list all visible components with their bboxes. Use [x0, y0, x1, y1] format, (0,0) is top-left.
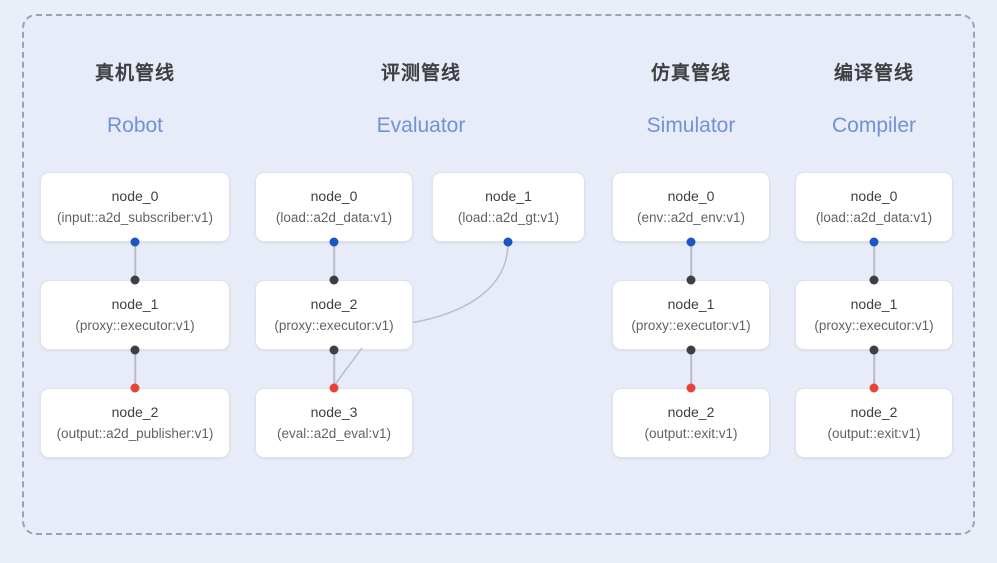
edge-simulator-1-2 — [690, 350, 692, 388]
node-compiler-0-name: node_0 — [850, 188, 898, 204]
node-evaluator-1-name: node_1 — [485, 188, 532, 204]
node-simulator-0-name: node_0 — [667, 188, 715, 204]
node-robot-2-name: node_2 — [111, 404, 159, 420]
node-evaluator-0[interactable]: node_0 (load::a2d_data:v1) — [255, 172, 413, 242]
node-robot-0-type: (input::a2d_subscriber:v1) — [56, 210, 214, 225]
node-compiler-0-type: (load::a2d_data:v1) — [815, 210, 933, 225]
port-evaluator-2-in[interactable] — [329, 275, 339, 285]
node-simulator-0[interactable]: node_0 (env::a2d_env:v1) — [612, 172, 770, 242]
column-title-simulator: 仿真管线 — [650, 63, 731, 84]
port-compiler-0-out[interactable] — [869, 237, 879, 247]
node-compiler-2-name: node_2 — [850, 404, 898, 420]
node-evaluator-1-type: (load::a2d_gt:v1) — [457, 210, 560, 225]
column-title-robot: 真机管线 — [94, 63, 175, 84]
node-robot-2[interactable]: node_2 (output::a2d_publisher:v1) — [40, 388, 230, 458]
node-evaluator-2-type: (proxy::executor:v1) — [274, 318, 394, 333]
port-compiler-2-in[interactable] — [869, 383, 879, 393]
column-subtitle-evaluator: Evaluator — [376, 114, 466, 137]
port-simulator-0-out[interactable] — [686, 237, 696, 247]
column-subtitle-robot: Robot — [106, 114, 164, 137]
node-compiler-0[interactable]: node_0 (load::a2d_data:v1) — [795, 172, 953, 242]
edge-evaluator-0-2 — [333, 242, 335, 282]
edge-compiler-1-2 — [873, 350, 875, 388]
node-evaluator-0-name: node_0 — [310, 188, 358, 204]
port-evaluator-3-in[interactable] — [329, 383, 339, 393]
port-robot-1-in[interactable] — [130, 275, 140, 285]
node-robot-0-name: node_0 — [111, 188, 159, 204]
edge-compiler-0-1 — [873, 242, 875, 282]
column-title-evaluator: 评测管线 — [380, 63, 461, 84]
port-compiler-1-out[interactable] — [869, 345, 879, 355]
column-title-compiler: 编译管线 — [833, 63, 914, 84]
edge-simulator-0-1 — [690, 242, 692, 282]
node-simulator-1-name: node_1 — [667, 296, 715, 312]
node-robot-2-type: (output::a2d_publisher:v1) — [56, 426, 214, 441]
node-evaluator-1[interactable]: node_1 (load::a2d_gt:v1) — [432, 172, 585, 242]
port-simulator-1-in[interactable] — [686, 275, 696, 285]
node-evaluator-3-type: (eval::a2d_eval:v1) — [276, 426, 392, 441]
node-robot-1-name: node_1 — [111, 296, 159, 312]
node-compiler-1-name: node_1 — [850, 296, 898, 312]
node-evaluator-0-type: (load::a2d_data:v1) — [275, 210, 393, 225]
node-compiler-1[interactable]: node_1 (proxy::executor:v1) — [795, 280, 953, 350]
port-compiler-1-in[interactable] — [869, 275, 879, 285]
node-robot-1-type: (proxy::executor:v1) — [75, 318, 195, 333]
column-subtitle-compiler: Compiler — [831, 114, 917, 137]
node-robot-0[interactable]: node_0 (input::a2d_subscriber:v1) — [40, 172, 230, 242]
node-evaluator-2-name: node_2 — [310, 296, 358, 312]
column-header-compiler: 编译管线 Compiler — [764, 62, 984, 139]
port-evaluator-2-out[interactable] — [329, 345, 339, 355]
port-simulator-1-out[interactable] — [686, 345, 696, 355]
port-robot-0-out[interactable] — [130, 237, 140, 247]
column-header-simulator: 仿真管线 Simulator — [581, 62, 801, 139]
node-evaluator-2[interactable]: node_2 (proxy::executor:v1) — [255, 280, 413, 350]
node-simulator-1[interactable]: node_1 (proxy::executor:v1) — [612, 280, 770, 350]
column-header-robot: 真机管线 Robot — [25, 62, 245, 139]
port-evaluator-1-out[interactable] — [503, 237, 513, 247]
edge-robot-1-2 — [134, 350, 136, 388]
edge-robot-0-1 — [134, 242, 136, 282]
node-robot-1[interactable]: node_1 (proxy::executor:v1) — [40, 280, 230, 350]
port-simulator-2-in[interactable] — [686, 383, 696, 393]
node-simulator-1-type: (proxy::executor:v1) — [631, 318, 751, 333]
node-evaluator-3-name: node_3 — [310, 404, 358, 420]
node-compiler-2-type: (output::exit:v1) — [827, 426, 921, 441]
edge-evaluator-2-3 — [333, 350, 335, 388]
port-evaluator-0-out[interactable] — [329, 237, 339, 247]
node-simulator-2-name: node_2 — [667, 404, 715, 420]
port-robot-2-in[interactable] — [130, 383, 140, 393]
node-compiler-2[interactable]: node_2 (output::exit:v1) — [795, 388, 953, 458]
column-subtitle-simulator: Simulator — [646, 114, 736, 137]
node-evaluator-3[interactable]: node_3 (eval::a2d_eval:v1) — [255, 388, 413, 458]
port-robot-1-out[interactable] — [130, 345, 140, 355]
node-compiler-1-type: (proxy::executor:v1) — [814, 318, 934, 333]
column-header-evaluator: 评测管线 Evaluator — [311, 62, 531, 139]
node-simulator-0-type: (env::a2d_env:v1) — [636, 210, 746, 225]
node-simulator-2[interactable]: node_2 (output::exit:v1) — [612, 388, 770, 458]
node-simulator-2-type: (output::exit:v1) — [644, 426, 738, 441]
